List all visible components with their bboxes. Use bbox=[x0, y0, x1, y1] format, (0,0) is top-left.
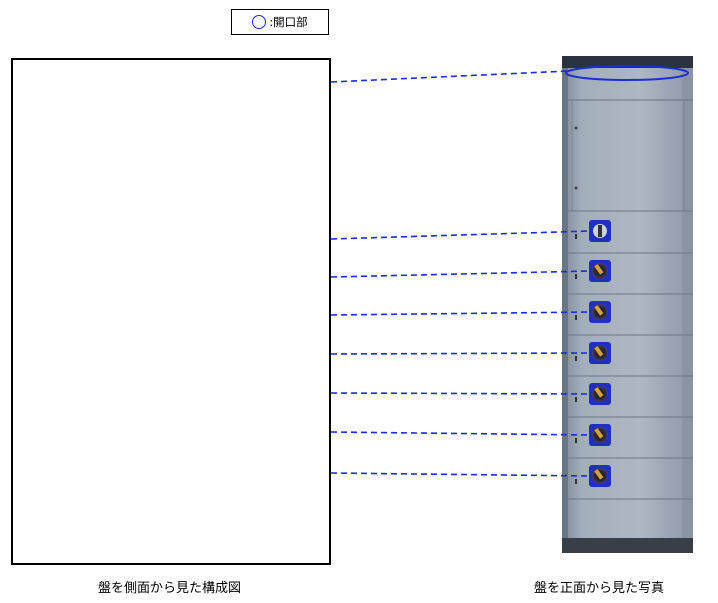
leader-line bbox=[330, 230, 591, 240]
opening-circle-icon bbox=[252, 15, 267, 29]
leader-line bbox=[330, 270, 591, 278]
panel-left-frame bbox=[562, 68, 568, 543]
breaker-handle bbox=[589, 260, 611, 282]
panel-plinth bbox=[562, 538, 693, 553]
leader-line bbox=[330, 392, 591, 395]
panel-right-frame bbox=[682, 68, 693, 543]
compartment-dividers bbox=[562, 210, 693, 500]
leader-line bbox=[330, 311, 591, 316]
panel-body bbox=[562, 68, 693, 543]
breaker-handle bbox=[589, 220, 611, 242]
breaker-handle bbox=[589, 342, 611, 364]
breaker-handles bbox=[589, 220, 611, 487]
breaker-handle bbox=[589, 301, 611, 323]
front-photo-caption: 盤を正面から見た写真 bbox=[534, 581, 665, 596]
legend-text: :開口部 bbox=[269, 15, 308, 29]
legend-box: :開口部 bbox=[231, 9, 329, 35]
opening-ellipse bbox=[565, 65, 689, 81]
panel-illustration bbox=[562, 56, 693, 553]
breaker-handle bbox=[589, 465, 611, 487]
leader-line bbox=[330, 431, 591, 436]
leader-line-top bbox=[330, 70, 569, 83]
breaker-handle bbox=[589, 383, 611, 405]
side-view-frame bbox=[11, 58, 331, 565]
leader-line bbox=[330, 472, 591, 477]
side-view-caption: 盤を側面から見た構成図 bbox=[98, 581, 242, 596]
front-photo bbox=[562, 56, 693, 553]
leader-line bbox=[330, 352, 591, 355]
latch-marks bbox=[575, 234, 577, 484]
breaker-handle bbox=[589, 424, 611, 446]
